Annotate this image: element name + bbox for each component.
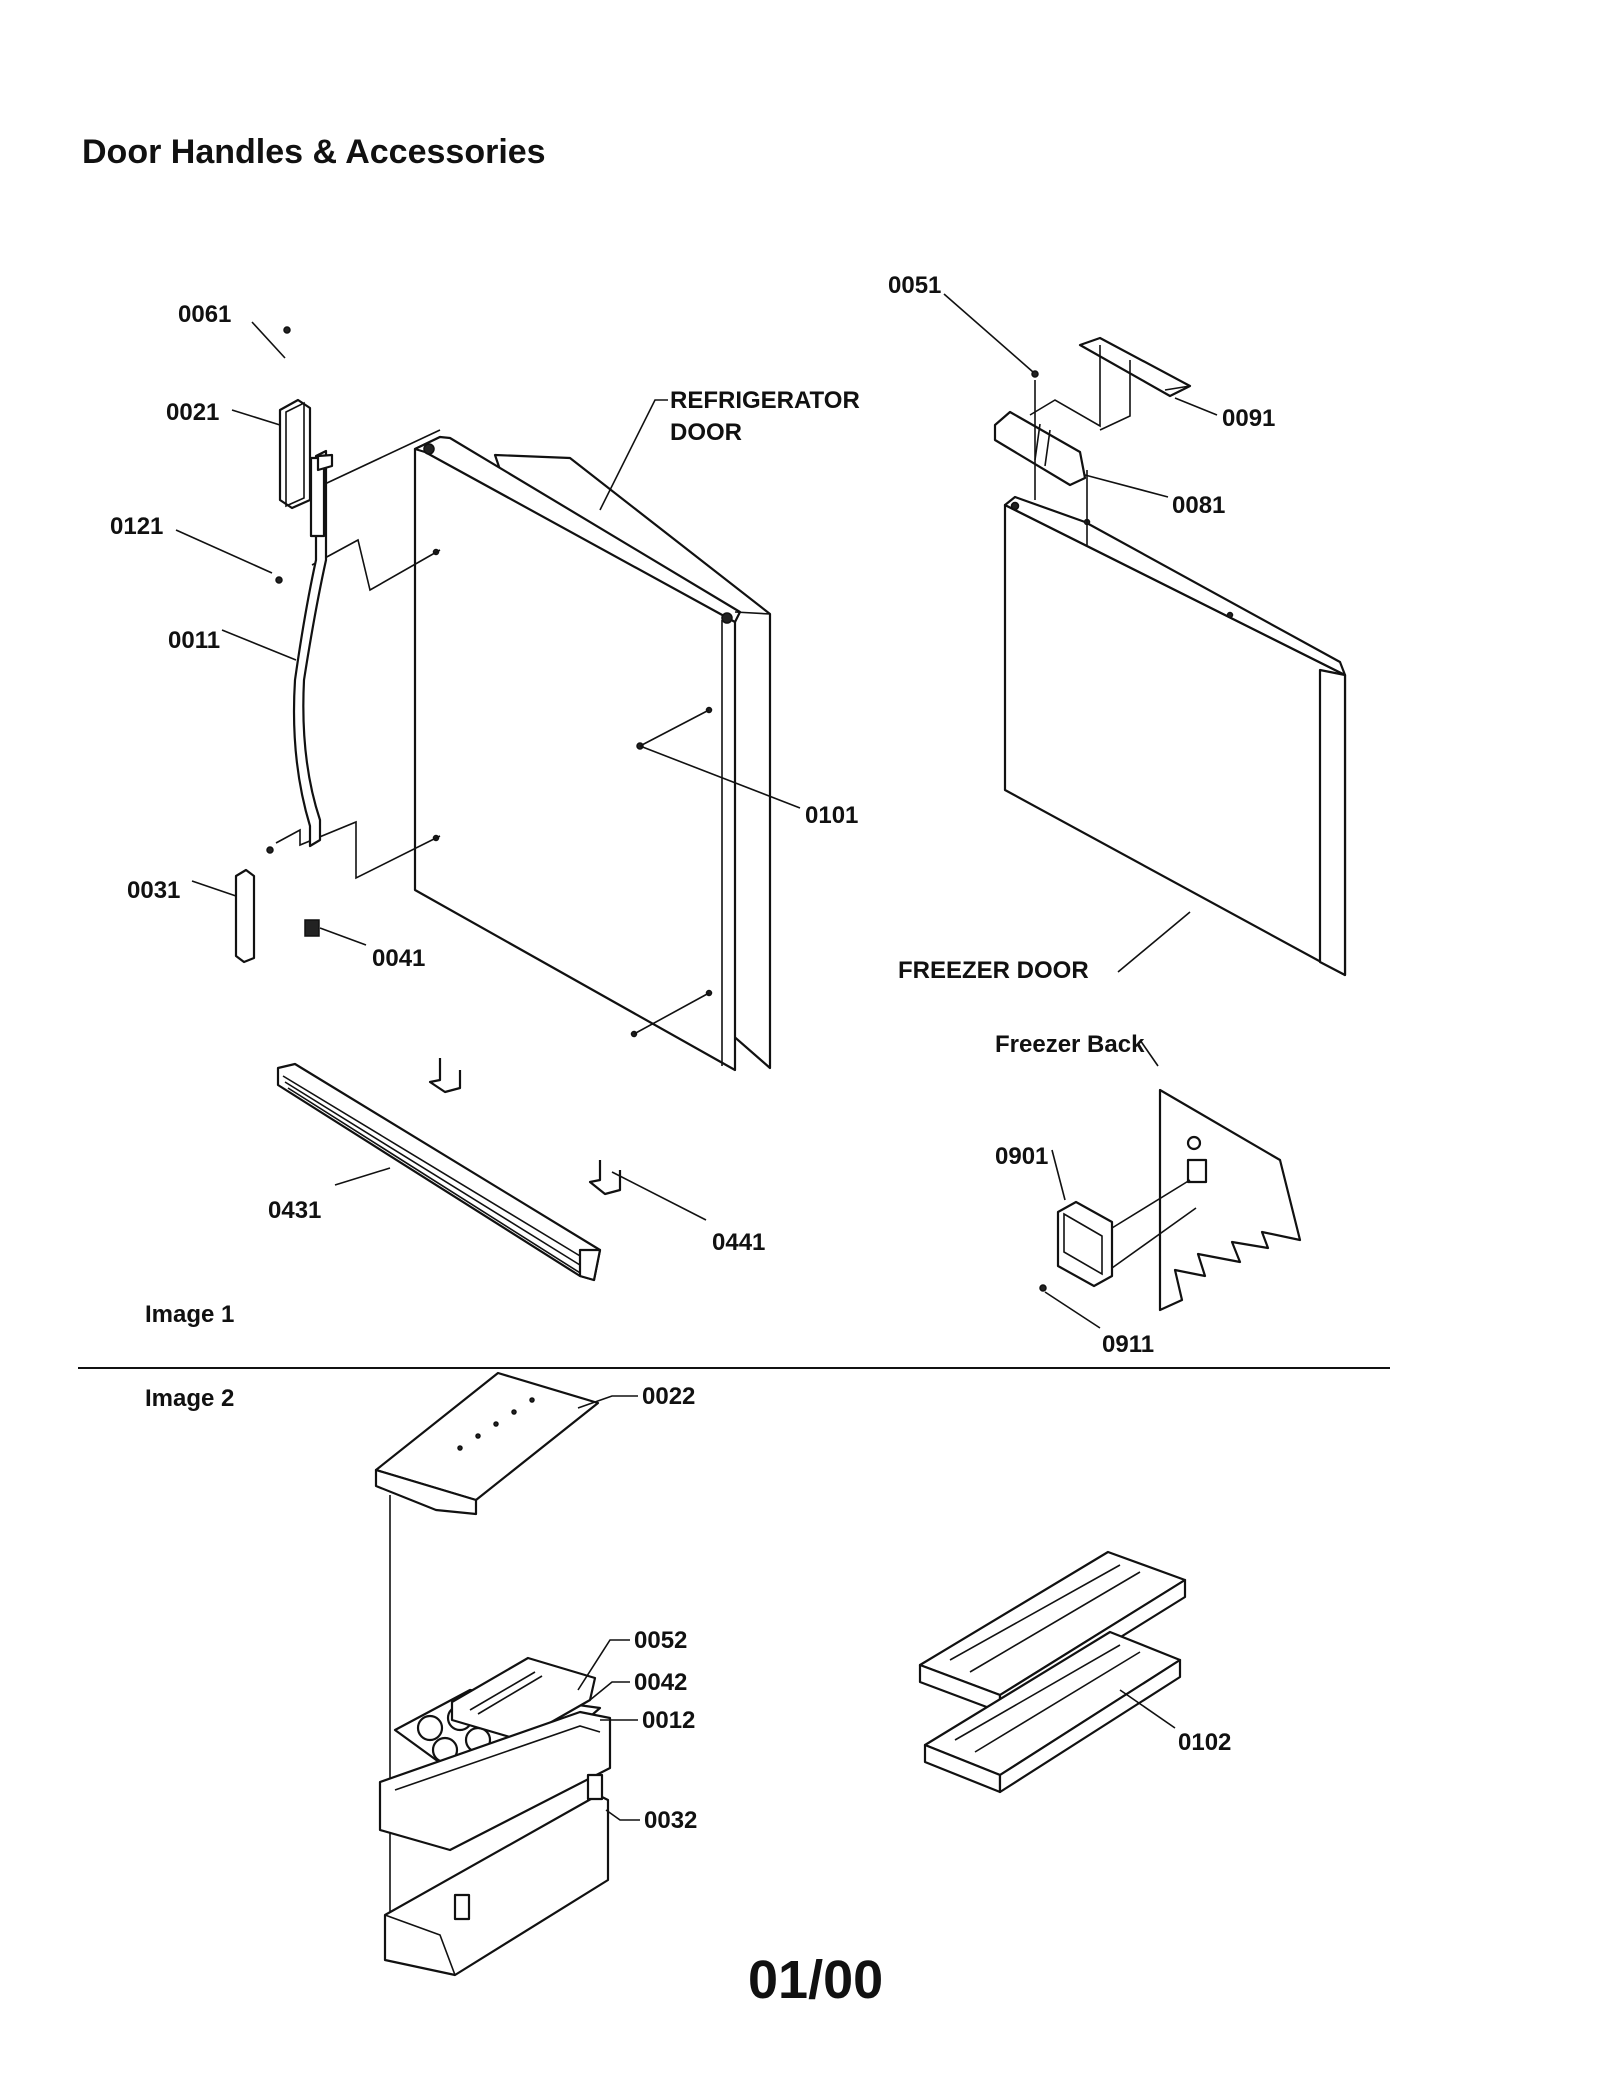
kickplate-bracket-upper bbox=[428, 1058, 462, 1094]
label-0441: 0441 bbox=[712, 1229, 765, 1256]
footer-code: 01/00 bbox=[748, 1950, 883, 2010]
screw-0061 bbox=[283, 326, 291, 334]
label-refrigerator-door-2: DOOR bbox=[670, 419, 742, 446]
image1-section: Image 1 REFRIGERATOR DOOR FREEZER DOOR F… bbox=[110, 272, 1347, 1358]
label-0042: 0042 bbox=[634, 1669, 687, 1696]
shelf-bin-0012 bbox=[378, 1710, 612, 1852]
screw-0911 bbox=[1039, 1284, 1047, 1292]
freezer-door bbox=[1003, 470, 1347, 977]
label-0041: 0041 bbox=[372, 945, 425, 972]
label-0121: 0121 bbox=[110, 513, 163, 540]
label-0901: 0901 bbox=[995, 1143, 1048, 1170]
label-0102: 0102 bbox=[1178, 1729, 1231, 1756]
image2-caption: Image 2 bbox=[145, 1385, 234, 1412]
refrigerator-door bbox=[275, 429, 772, 1072]
label-0022: 0022 bbox=[642, 1383, 695, 1410]
label-freezer-back: Freezer Back bbox=[995, 1031, 1145, 1058]
freezer-control-0901 bbox=[1056, 1200, 1114, 1288]
image2-section: Image 2 bbox=[145, 1371, 1231, 1977]
dairy-cover-0022 bbox=[374, 1371, 600, 1516]
label-0031: 0031 bbox=[127, 877, 180, 904]
page-title: Door Handles & Accessories bbox=[82, 133, 546, 171]
label-freezer-door: FREEZER DOOR bbox=[898, 957, 1089, 984]
label-0091: 0091 bbox=[1222, 405, 1275, 432]
kickplate-bracket-0441 bbox=[588, 1160, 622, 1196]
label-0021: 0021 bbox=[166, 399, 219, 426]
label-0012: 0012 bbox=[642, 1707, 695, 1734]
handle-clip-0041 bbox=[304, 919, 320, 937]
label-0051: 0051 bbox=[888, 272, 941, 299]
freezer-back-panel bbox=[1158, 1088, 1302, 1312]
label-0032: 0032 bbox=[644, 1807, 697, 1834]
dairy-bin-0032 bbox=[383, 1773, 610, 1977]
screw-handle-bottom bbox=[266, 846, 274, 854]
label-0052: 0052 bbox=[634, 1627, 687, 1654]
handle-bottom-cap bbox=[234, 868, 256, 964]
screw-0051 bbox=[1031, 370, 1039, 378]
label-refrigerator-door-1: REFRIGERATOR bbox=[670, 387, 860, 414]
label-0101: 0101 bbox=[805, 802, 858, 829]
label-0011: 0011 bbox=[168, 627, 220, 654]
ice-tray-lower bbox=[923, 1630, 1182, 1794]
label-0431: 0431 bbox=[268, 1197, 321, 1224]
kickplate-0431 bbox=[276, 1062, 602, 1282]
screw-0121 bbox=[275, 576, 283, 584]
label-0911: 0911 bbox=[1102, 1331, 1154, 1358]
label-0081: 0081 bbox=[1172, 492, 1225, 519]
freezer-handle-cap-0091 bbox=[1078, 336, 1192, 398]
label-0061: 0061 bbox=[178, 301, 231, 328]
fresh-food-handle bbox=[292, 449, 334, 848]
freezer-handle-0081 bbox=[993, 410, 1087, 487]
handle-top-cap bbox=[278, 398, 312, 510]
image1-caption: Image 1 bbox=[145, 1301, 234, 1328]
